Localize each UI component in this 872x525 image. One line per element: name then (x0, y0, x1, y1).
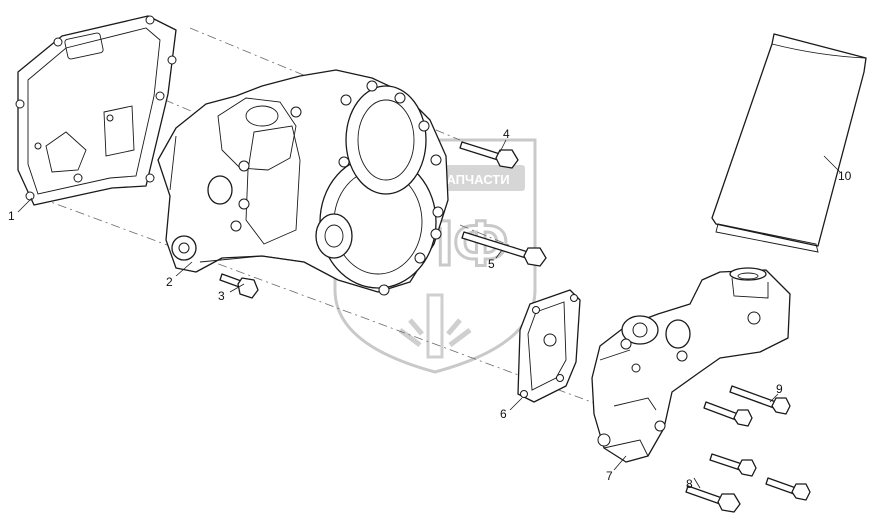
leader-3 (229, 283, 245, 293)
leader-7 (613, 455, 627, 471)
callout-5: 5 (488, 257, 495, 271)
leader-10 (823, 155, 841, 173)
callout-1: 1 (8, 209, 15, 223)
leader-8 (693, 477, 701, 489)
callout-3: 3 (218, 289, 225, 303)
bolt-5 (461, 231, 547, 267)
callout-8: 8 (686, 477, 693, 491)
bolt-8 (685, 453, 811, 513)
filter-bracket-7 (591, 267, 791, 463)
leader-6 (509, 397, 523, 411)
callout-9: 9 (776, 382, 783, 396)
leader-9 (769, 393, 779, 403)
leader-lines (17, 139, 841, 489)
callout-2: 2 (166, 275, 173, 289)
oil-filter-cartridge-10 (711, 33, 867, 253)
gasket-6 (517, 289, 581, 403)
gasket-1 (15, 15, 177, 206)
bolt-4 (459, 141, 519, 169)
leader-1 (17, 197, 33, 213)
callout-labels: 1 2 3 4 5 6 7 8 9 10 (8, 127, 852, 491)
leader-2 (175, 261, 193, 277)
bolt-3 (219, 273, 259, 299)
callout-4: 4 (503, 127, 510, 141)
callout-6: 6 (500, 407, 507, 421)
callout-7: 7 (606, 469, 613, 483)
leader-5 (495, 249, 503, 259)
watermark-wheat-icon (398, 293, 472, 359)
leader-4 (499, 139, 507, 153)
oil-filter-housing-2 (157, 69, 449, 296)
callout-10: 10 (838, 169, 852, 183)
bolt-9 (703, 385, 791, 427)
